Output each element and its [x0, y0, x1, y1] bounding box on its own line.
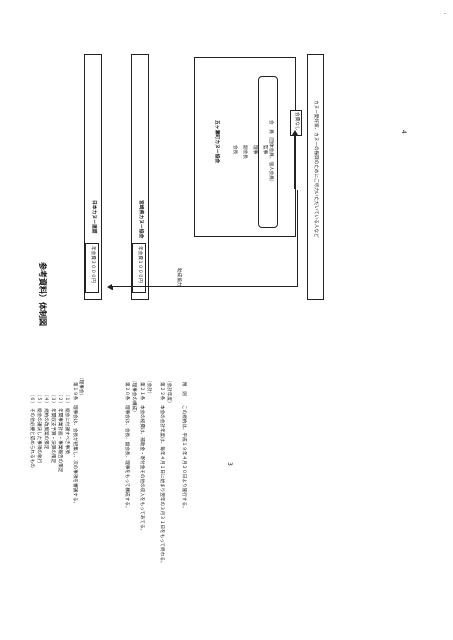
box-members	[258, 76, 278, 228]
label-japan-canoe-federation: 日本カヌー連盟	[91, 200, 96, 234]
label-no-fee: 会費なし	[294, 112, 299, 131]
article-heading-22: （会計年度）	[166, 378, 171, 406]
label-members: 会 員（団体会員、個人会員）	[268, 120, 273, 185]
box-canoe-supporters	[307, 54, 324, 300]
article-19: 第１９条 理事会は、会長が招集し、次の事項を審議する。	[72, 382, 77, 507]
connector-line-members	[294, 134, 295, 189]
role-chair: 会長	[232, 145, 237, 155]
label-gokase-canoe-association: 五ヶ瀬町カヌー協会	[214, 120, 219, 164]
label-miyazaki-canoe-association: 宮崎県カヌー協会	[138, 200, 143, 239]
role-vice-chair: 副会長	[242, 145, 247, 159]
label-support: 助成協力	[176, 268, 181, 287]
article-heading-20: （理事会の構成）	[131, 378, 136, 415]
arrow-up-icon	[291, 130, 298, 135]
connector-line-support	[297, 190, 298, 286]
connector-line-elbow	[112, 286, 113, 290]
diagram-title: 参考資料）体制図	[38, 262, 47, 326]
article-19-item-4: （４） 規約の改廃案の策定	[43, 392, 48, 450]
label-canoe-supporters: カヌー愛好家、カヌーの振興のためにご尽力いただいている人など	[313, 100, 318, 238]
role-director: 理事	[252, 145, 257, 155]
box-gokase-canoe-association	[194, 57, 296, 237]
box-no-fee	[290, 110, 302, 136]
supplementary-provision: 附 則 この規約は、平成１９年４月２０日より施行する。	[181, 382, 186, 511]
article-20: 第２０条 理事会は、会長、副会長、理事をもって構成する。	[124, 382, 129, 511]
page-number-right: 4	[400, 130, 407, 134]
fee-box-miyazaki	[132, 243, 146, 293]
arrow-left-icon	[107, 283, 112, 290]
page-number-left: 3	[226, 462, 233, 466]
box-miyazaki-canoe-association	[131, 54, 149, 300]
article-19-item-6: （６） その他必要と認められるもの	[29, 392, 34, 468]
article-19-item-3: （３） 年間収支予算・決算の策定	[50, 392, 55, 464]
article-21: 第２１条 本会の経費は、補助金・寄付金その他の収入をもってあてる。	[139, 382, 144, 534]
article-19-item-2: （２） 年間事業計画・事業報告の策定	[57, 392, 62, 473]
box-japan-canoe-federation	[84, 54, 102, 300]
edge-mark: -	[444, 10, 447, 17]
article-19-item-1: （１） 総会に付議すべき事項	[64, 392, 69, 454]
fee-box-federation	[85, 243, 99, 293]
fee-miyazaki: 年会費１０００円	[137, 246, 142, 283]
article-heading-19: （理事会）	[78, 375, 83, 398]
fee-federation: 年会費３０００円	[90, 246, 95, 283]
article-19-item-5: （５） 総会の議決した事項の執行	[36, 392, 41, 464]
article-heading-21: （会計）	[146, 378, 151, 397]
connector-line-top	[112, 286, 298, 287]
article-22: 第２２条 本会の会計年度は、毎年４月１日に始まり翌年の３月３１日をもって終わる。	[159, 382, 164, 566]
